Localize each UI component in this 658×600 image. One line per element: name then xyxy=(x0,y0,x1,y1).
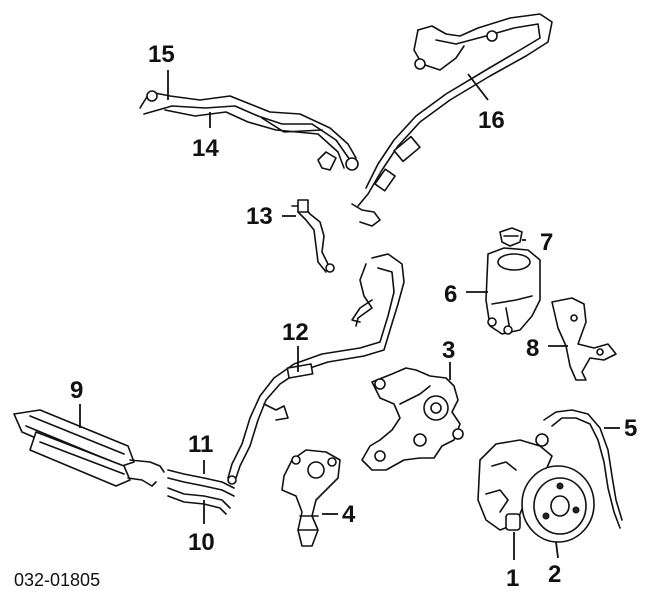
callout-2: 2 xyxy=(548,561,561,588)
callout-12: 12 xyxy=(282,319,309,346)
part-4-control-valve[interactable] xyxy=(281,449,341,547)
part-10-11-hoses[interactable] xyxy=(167,469,235,515)
part-13-hose[interactable] xyxy=(291,199,335,273)
callout-11: 11 xyxy=(188,431,213,458)
callout-4: 4 xyxy=(342,501,356,528)
part-16-pressure-hose[interactable] xyxy=(351,13,553,227)
callout-1: 1 xyxy=(506,565,519,592)
callout-5: 5 xyxy=(624,415,637,442)
callout-16: 16 xyxy=(478,107,505,134)
part-2-pulley[interactable] xyxy=(521,465,595,543)
callout-13: 13 xyxy=(246,203,273,230)
part-9-cooler[interactable] xyxy=(13,409,165,487)
part-14-return-line[interactable] xyxy=(139,90,359,171)
part-12-cooler-line[interactable] xyxy=(227,253,405,485)
part-7-cap[interactable] xyxy=(499,227,523,247)
callout-15: 15 xyxy=(148,41,175,68)
part-1-power-steering-pump[interactable] xyxy=(477,433,553,531)
callout-9: 9 xyxy=(70,377,83,404)
callout-10: 10 xyxy=(188,529,215,556)
callout-labels: 15 14 16 13 7 6 8 12 3 9 5 11 4 10 1 2 xyxy=(70,41,637,592)
part-5-drive-belt[interactable] xyxy=(543,409,623,529)
leader-lines xyxy=(79,70,620,560)
diagram-reference-number: 032-01805 xyxy=(14,570,100,590)
part-3-pump-bracket[interactable] xyxy=(361,367,464,471)
callout-6: 6 xyxy=(444,281,457,308)
callout-8: 8 xyxy=(526,335,539,362)
callout-3: 3 xyxy=(442,337,455,364)
part-6-reservoir[interactable] xyxy=(485,247,541,335)
callout-7: 7 xyxy=(540,229,553,256)
callout-14: 14 xyxy=(192,135,219,162)
part-8-bracket[interactable] xyxy=(551,297,617,381)
